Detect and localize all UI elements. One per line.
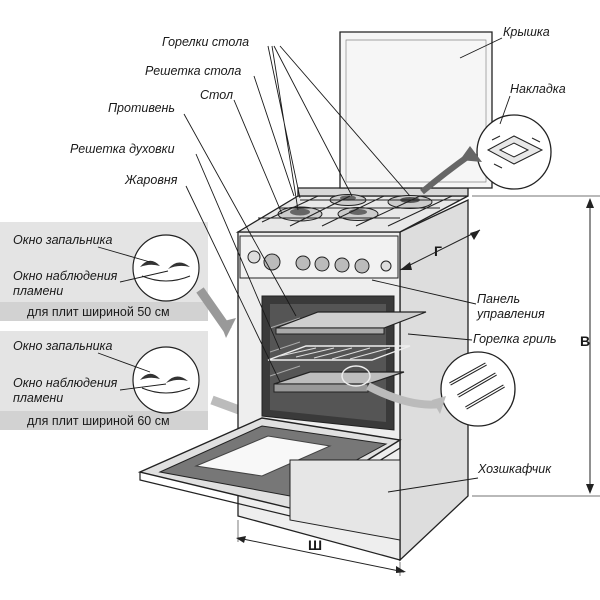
dimension-width: Ш	[236, 520, 406, 576]
label-cover-plate: Накладка	[510, 82, 566, 96]
inset-panel-60cm: Окно запальника Окно наблюдения пламени …	[0, 331, 208, 430]
label-control-panel-2: управления	[476, 307, 545, 321]
inset1-igniter-window-label: Окно запальника	[13, 233, 112, 247]
label-control-panel-1: Панель	[477, 292, 520, 306]
storage-drawer	[289, 459, 401, 541]
height-label: В	[580, 333, 590, 349]
label-lid: Крышка	[503, 25, 550, 39]
label-table-grate: Решетка стола	[145, 64, 241, 78]
grill-burner-magnifier	[341, 365, 371, 387]
baking-tray	[275, 311, 427, 335]
inset2-flame-window-label-2: пламени	[13, 391, 63, 405]
oven-door	[137, 417, 402, 517]
width-label: Ш	[308, 537, 322, 553]
oven-grate	[267, 345, 411, 361]
label-baking-tray: Противень	[108, 101, 175, 115]
lid	[339, 31, 493, 189]
inset1-flame-window-label-2: пламени	[13, 284, 63, 298]
inset1-flame-window-label-1: Окно наблюдения	[13, 269, 118, 283]
depth-label: Г	[434, 243, 442, 259]
inset2-caption: для плит шириной 60 см	[27, 414, 170, 428]
control-panel	[239, 235, 399, 279]
label-oven-grate: Решетка духовки	[70, 142, 175, 156]
label-storage-drawer: Хозшкафчик	[477, 462, 552, 476]
label-roaster: Жаровня	[124, 173, 178, 187]
label-burners: Горелки стола	[162, 35, 249, 49]
cover-plate-detail	[420, 114, 552, 195]
label-table: Стол	[200, 88, 233, 102]
roaster	[273, 371, 405, 393]
dimension-height: В	[472, 195, 600, 497]
label-grill-burner: Горелка гриль	[473, 332, 557, 346]
dimension-depth: Г	[399, 229, 481, 271]
table-burners	[258, 194, 460, 227]
inset2-igniter-window-label: Окно запальника	[13, 339, 112, 353]
grill-burner-detail	[366, 351, 516, 427]
inset2-flame-window-label-1: Окно наблюдения	[13, 376, 118, 390]
inset-panel-50cm: Окно запальника Окно наблюдения пламени …	[0, 222, 208, 321]
callout-labels: Горелки стола Решетка стола Стол Противе…	[70, 25, 566, 493]
inset1-caption: для плит шириной 50 см	[27, 305, 170, 319]
